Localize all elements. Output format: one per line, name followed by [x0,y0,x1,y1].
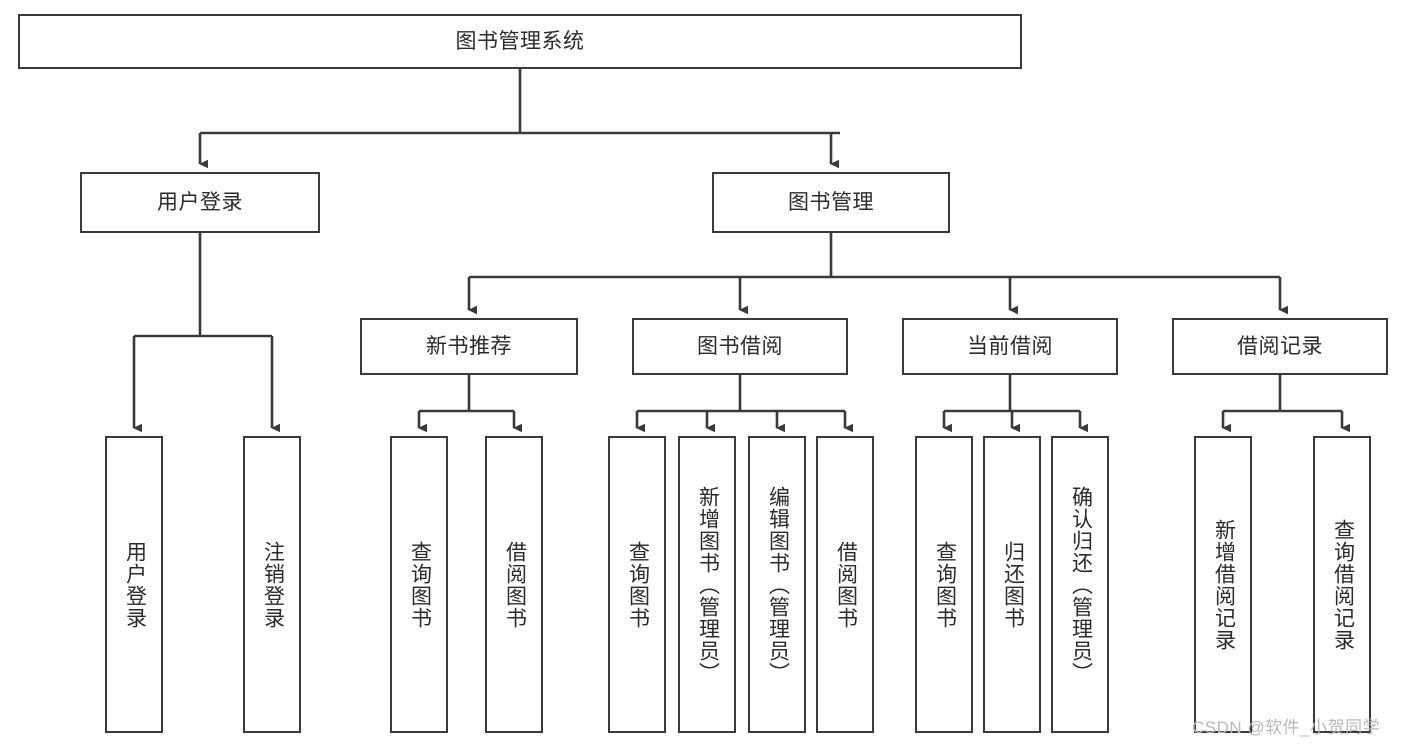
node-label: 借阅记录 [1237,334,1323,358]
node-leaf-query-book-borrow[interactable]: 查询图书 [608,436,666,733]
node-label: 查询图书 [408,540,432,629]
node-root-book-management-system[interactable]: 图书管理系统 [18,14,1022,69]
node-label: 借阅图书 [834,540,858,629]
node-book-borrow[interactable]: 图书借阅 [632,318,848,375]
node-borrow-record[interactable]: 借阅记录 [1172,318,1388,375]
node-leaf-query-book-recommend[interactable]: 查询图书 [390,436,448,733]
node-new-book-recommend[interactable]: 新书推荐 [360,318,578,375]
node-label: 新书推荐 [426,334,512,358]
node-label: 用户登录 [123,540,147,629]
node-label: 用户登录 [157,190,243,214]
node-label: 新增借阅记录 [1212,518,1236,651]
node-leaf-query-book-current[interactable]: 查询图书 [915,436,973,733]
node-leaf-confirm-return-admin[interactable]: 确认归还（管理员） [1051,436,1109,733]
node-leaf-add-book-admin[interactable]: 新增图书（管理员） [678,436,736,733]
node-leaf-query-borrow-record[interactable]: 查询借阅记录 [1313,436,1371,733]
node-leaf-borrow-book-recommend[interactable]: 借阅图书 [485,436,543,733]
node-leaf-edit-book-admin[interactable]: 编辑图书（管理员） [748,436,806,733]
node-label: 查询图书 [626,540,650,629]
node-label: 当前借阅 [967,334,1053,358]
node-label: 归还图书 [1001,540,1025,629]
node-label: 查询图书 [933,540,957,629]
node-leaf-user-logout[interactable]: 注销登录 [243,436,301,733]
node-label: 查询借阅记录 [1331,518,1355,651]
node-current-borrow[interactable]: 当前借阅 [902,318,1118,375]
node-label: 编辑图书（管理员） [766,485,790,684]
node-label: 注销登录 [261,540,285,629]
node-leaf-add-borrow-record[interactable]: 新增借阅记录 [1194,436,1252,733]
node-label: 图书借阅 [697,334,783,358]
csdn-watermark: CSDN @软件_小贺同学 [1192,718,1381,737]
node-label: 图书管理系统 [455,29,585,53]
node-label: 新增图书（管理员） [696,485,720,684]
node-user-login[interactable]: 用户登录 [80,172,320,233]
node-label: 确认归还（管理员） [1069,485,1093,684]
node-label: 图书管理 [788,190,874,214]
node-leaf-return-book[interactable]: 归还图书 [983,436,1041,733]
node-leaf-borrow-book[interactable]: 借阅图书 [816,436,874,733]
node-leaf-user-login[interactable]: 用户登录 [105,436,163,733]
node-label: 借阅图书 [503,540,527,629]
node-book-management[interactable]: 图书管理 [712,172,950,233]
